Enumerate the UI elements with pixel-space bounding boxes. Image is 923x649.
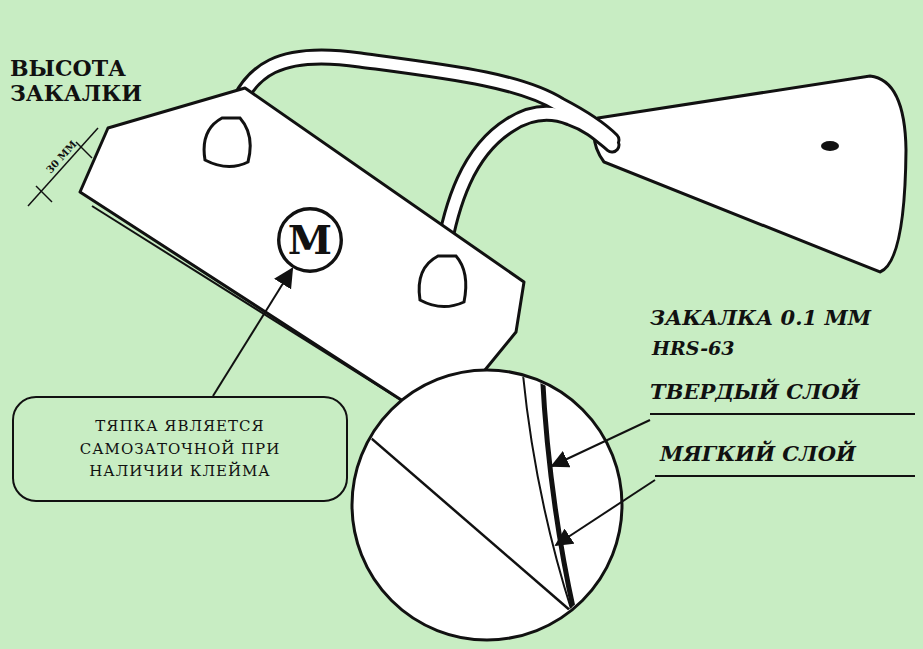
- layer-label: МЯГКИЙ СЛОЙ: [660, 442, 856, 466]
- underline: [650, 413, 915, 415]
- dimension-line: [28, 128, 98, 206]
- neck-collar: [204, 118, 250, 167]
- hardness-value: HRS-63: [652, 338, 735, 360]
- circle-outline: [279, 209, 342, 272]
- handle: [594, 76, 906, 272]
- note-box: ТЯПКА ЯВЛЯЕТСЯ САМОЗАТОЧНОЙ ПРИ НАЛИЧИИ …: [12, 396, 348, 502]
- magnifier: [352, 370, 622, 640]
- dimension-title: ВЫСОТА ЗАКАЛКИ: [10, 56, 160, 107]
- underline: [655, 475, 915, 477]
- leader-arrow: [552, 420, 650, 466]
- hard-layer: [541, 340, 574, 612]
- handle-hole: [821, 141, 839, 151]
- hardening-depth: ЗАКАЛКА 0.1 ММ: [650, 306, 871, 330]
- dimension-tick: [36, 186, 52, 202]
- dimension-value: 30 ММ: [44, 139, 79, 176]
- neck-collar: [419, 256, 466, 307]
- stamp-circle: М: [276, 206, 344, 274]
- note-text: ТЯПКА ЯВЛЯЕТСЯ САМОЗАТОЧНОЙ ПРИ НАЛИЧИИ …: [60, 415, 300, 483]
- leader-arrow: [556, 480, 655, 545]
- stamp-letter: М: [288, 220, 332, 260]
- layer-label: ТВЕРДЫЙ СЛОЙ: [650, 380, 860, 404]
- pointer-arrow: [213, 269, 292, 396]
- edge-bevel: [350, 420, 572, 612]
- blade-bevel: [92, 206, 420, 412]
- dimension-tick: [76, 142, 92, 158]
